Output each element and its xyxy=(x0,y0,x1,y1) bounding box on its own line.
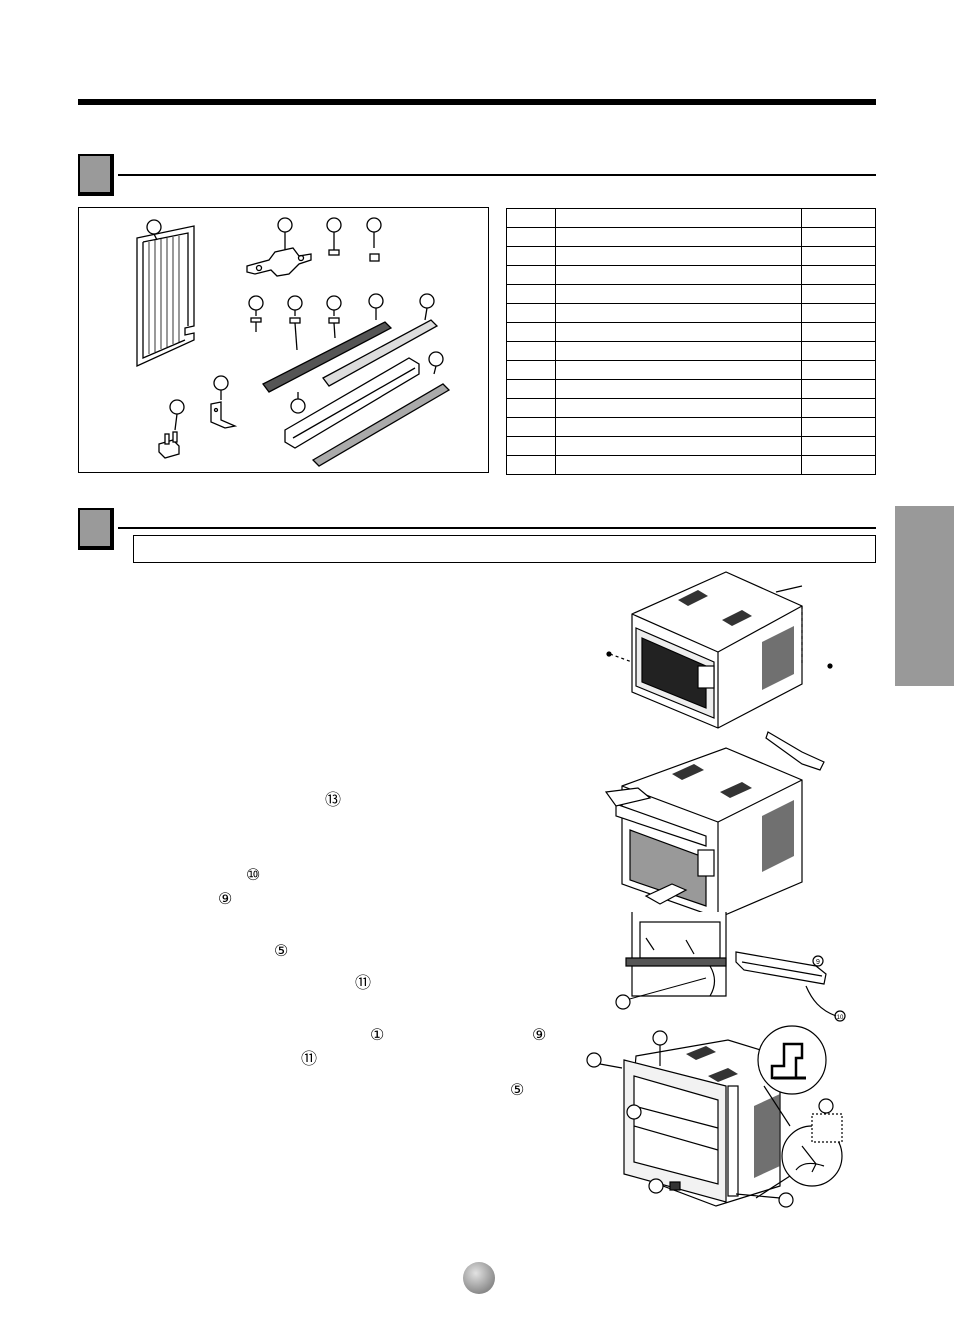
parts-table xyxy=(506,208,876,475)
header-rule xyxy=(78,99,876,105)
table-row xyxy=(506,379,876,399)
table-row xyxy=(506,417,876,437)
section-2-rule xyxy=(118,527,876,529)
table-row xyxy=(506,322,876,342)
installation-illustrations: 9 10 xyxy=(586,571,846,1208)
parts-drawing xyxy=(136,217,451,467)
step-ref-10: ⑩ xyxy=(246,867,261,884)
table-row xyxy=(506,360,876,380)
side-tab xyxy=(895,506,954,686)
table-row xyxy=(506,284,876,304)
step-ref-11: ⑪ xyxy=(355,975,372,992)
step-ref-5b: ⑤ xyxy=(510,1082,525,1099)
table-row xyxy=(506,341,876,361)
table-row xyxy=(506,436,876,456)
unit-figure-1 xyxy=(606,571,833,771)
rail-label-9: 9 xyxy=(816,959,820,966)
table-row xyxy=(506,398,876,418)
step-ref-9b: ⑨ xyxy=(532,1027,547,1044)
window-rail-figure xyxy=(615,912,846,1022)
unit-figure-2 xyxy=(604,747,803,919)
step-ref-1: ① xyxy=(370,1027,385,1044)
page-number-disc xyxy=(463,1262,495,1294)
step-ref-11b: ⑪ xyxy=(301,1051,318,1068)
table-row xyxy=(506,455,876,475)
unit-figure-3 xyxy=(586,1025,843,1208)
table-row xyxy=(506,265,876,285)
table-row xyxy=(506,303,876,323)
section-2-marker xyxy=(78,508,114,550)
step-ref-13: ⑬ xyxy=(325,792,342,809)
step-ref-5: ⑤ xyxy=(274,943,289,960)
table-row xyxy=(506,208,876,228)
table-row xyxy=(506,246,876,266)
section-1-marker xyxy=(78,154,114,196)
note-box xyxy=(133,535,876,563)
table-row xyxy=(506,227,876,247)
step-ref-9: ⑨ xyxy=(218,891,233,908)
rail-label-10: 10 xyxy=(837,1015,844,1021)
parts-illustration xyxy=(78,207,489,473)
section-1-rule xyxy=(118,174,876,176)
